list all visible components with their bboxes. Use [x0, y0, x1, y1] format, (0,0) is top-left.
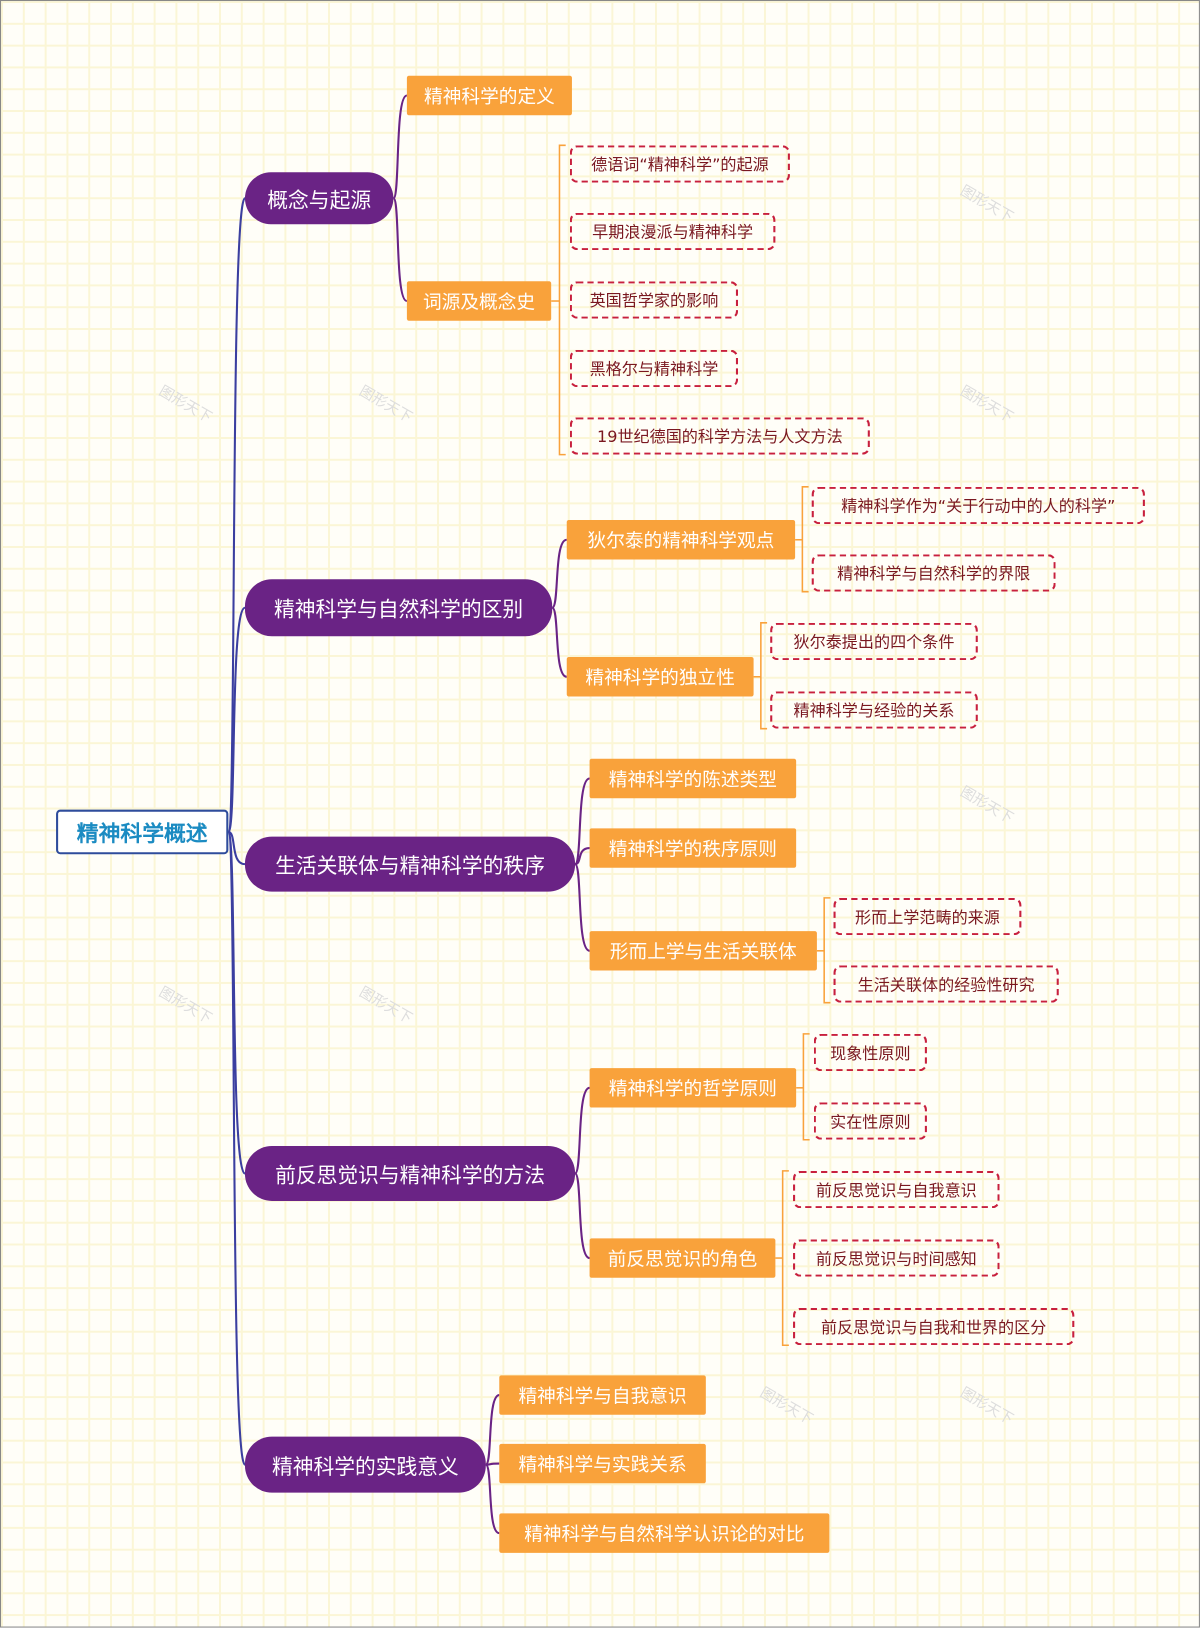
root-node[interactable]: 精神科学概述: [56, 809, 229, 855]
branch-connector: [574, 847, 590, 866]
subtopic-node[interactable]: 精神科学与自我意识: [499, 1375, 706, 1415]
detail-node[interactable]: 形而上学范畴的来源: [833, 897, 1022, 936]
subtopic-node[interactable]: 词源及概念史: [406, 281, 552, 321]
node-label: 精神科学与经验的关系: [793, 701, 955, 721]
subtopic-node[interactable]: 精神科学的哲学原则: [589, 1068, 797, 1108]
detail-node[interactable]: 德语词“精神科学”的起源: [569, 145, 790, 183]
node-label: 生活关联体的经验性研究: [857, 975, 1035, 995]
branch-connector: [574, 777, 591, 866]
node-label: 19世纪德国的科学方法与人文方法: [596, 427, 843, 447]
node-label: 德语词“精神科学”的起源: [591, 155, 769, 175]
root-connector: [227, 197, 246, 833]
root-connector: [227, 830, 246, 866]
subtopic-node[interactable]: 精神科学的陈述类型: [589, 758, 797, 799]
node-label: 实在性原则: [830, 1112, 911, 1132]
subtopic-node[interactable]: 狄尔泰的精神科学观点: [566, 520, 796, 560]
node-label: 精神科学的秩序原则: [608, 838, 777, 861]
branch-node[interactable]: 概念与起源: [244, 172, 394, 225]
bracket-line: [760, 622, 768, 730]
branch-connector: [392, 94, 408, 200]
node-label: 词源及概念史: [422, 291, 536, 314]
branch-node[interactable]: 前反思觉识与精神科学的方法: [244, 1145, 576, 1201]
root-connector: [227, 830, 246, 1466]
node-label: 黑格尔与精神科学: [589, 360, 719, 379]
subtopic-node[interactable]: 精神科学与实践关系: [499, 1443, 706, 1484]
node-label: 现象性原则: [830, 1044, 911, 1063]
branch-node[interactable]: 精神科学与自然科学的区别: [244, 579, 553, 637]
bracket-line: [802, 1033, 810, 1141]
branch-connector: [484, 1394, 500, 1466]
subtopic-node[interactable]: 精神科学的独立性: [566, 657, 754, 697]
subtopic-node[interactable]: 形而上学与生活关联体: [589, 931, 817, 971]
node-label: 精神科学与自然科学的区别: [274, 596, 524, 622]
detail-node[interactable]: 黑格尔与精神科学: [569, 349, 739, 388]
detail-node[interactable]: 现象性原则: [813, 1033, 927, 1072]
detail-node[interactable]: 生活关联体的经验性研究: [833, 965, 1059, 1003]
bracket-line: [823, 897, 831, 1004]
node-label: 前反思觉识的角色: [607, 1248, 758, 1271]
node-label: 精神科学与自然科学认识论的对比: [524, 1523, 805, 1546]
node-label: 精神科学的独立性: [585, 667, 735, 690]
branch-connector: [392, 197, 408, 303]
node-label: 前反思觉识与精神科学的方法: [275, 1162, 545, 1188]
node-label: 狄尔泰的精神科学观点: [587, 530, 775, 553]
branch-connector: [551, 606, 568, 678]
subtopic-node[interactable]: 前反思觉识的角色: [589, 1238, 776, 1278]
node-label: 精神科学概述: [76, 820, 208, 846]
node-label: 早期浪漫派与精神科学: [592, 223, 754, 242]
node-label: 精神科学的哲学原则: [608, 1078, 777, 1101]
branch-connector: [574, 863, 591, 952]
branch-connector: [485, 1462, 500, 1466]
node-label: 形而上学与生活关联体: [609, 941, 797, 964]
detail-node[interactable]: 前反思觉识与自我意识: [793, 1170, 1000, 1209]
detail-node[interactable]: 狄尔泰提出的四个条件: [770, 622, 978, 661]
subtopic-node[interactable]: 精神科学的秩序原则: [589, 828, 797, 868]
bracket-line: [558, 144, 566, 456]
node-label: 生活关联体与精神科学的秩序: [275, 853, 545, 879]
node-label: 精神科学与实践关系: [518, 1454, 687, 1477]
node-label: 前反思觉识与自我和世界的区分: [821, 1318, 1047, 1337]
node-label: 精神科学与自然科学的界限: [837, 564, 1031, 584]
branch-connector: [551, 538, 568, 609]
node-label: 狄尔泰提出的四个条件: [793, 633, 955, 652]
branch-connector: [484, 1463, 500, 1535]
branch-connector: [574, 1086, 591, 1175]
root-connector: [227, 606, 246, 833]
node-label: 精神科学的陈述类型: [608, 769, 777, 791]
detail-node[interactable]: 精神科学与经验的关系: [770, 691, 978, 729]
node-label: 英国哲学家的影响: [589, 291, 719, 311]
node-label: 前反思觉识与自我意识: [815, 1181, 977, 1200]
node-label: 精神科学的定义: [424, 86, 555, 108]
detail-node[interactable]: 精神科学作为“关于行动中的人的科学”: [811, 486, 1145, 525]
branch-node[interactable]: 精神科学的实践意义: [244, 1436, 486, 1493]
detail-node[interactable]: 19世纪德国的科学方法与人文方法: [569, 417, 870, 455]
bracket-line: [781, 1170, 789, 1347]
subtopic-node[interactable]: 精神科学的定义: [406, 75, 572, 116]
detail-node[interactable]: 前反思觉识与时间感知: [793, 1239, 1000, 1277]
node-label: 概念与起源: [267, 187, 372, 213]
node-label: 精神科学作为“关于行动中的人的科学”: [841, 497, 1116, 516]
detail-node[interactable]: 前反思觉识与自我和世界的区分: [793, 1307, 1075, 1346]
detail-node[interactable]: 实在性原则: [813, 1102, 927, 1140]
detail-node[interactable]: 精神科学与自然科学的界限: [811, 554, 1056, 592]
node-label: 精神科学的实践意义: [271, 1453, 459, 1479]
detail-node[interactable]: 英国哲学家的影响: [569, 281, 739, 319]
node-label: 形而上学范畴的来源: [855, 908, 1000, 927]
node-label: 前反思觉识与时间感知: [815, 1249, 977, 1269]
branch-node[interactable]: 生活关联体与精神科学的秩序: [244, 836, 576, 892]
subtopic-node[interactable]: 精神科学与自然科学认识论的对比: [499, 1513, 830, 1553]
bracket-line: [801, 486, 809, 593]
node-label: 精神科学与自我意识: [518, 1385, 687, 1408]
branch-connector: [574, 1172, 591, 1260]
detail-node[interactable]: 早期浪漫派与精神科学: [569, 212, 776, 251]
